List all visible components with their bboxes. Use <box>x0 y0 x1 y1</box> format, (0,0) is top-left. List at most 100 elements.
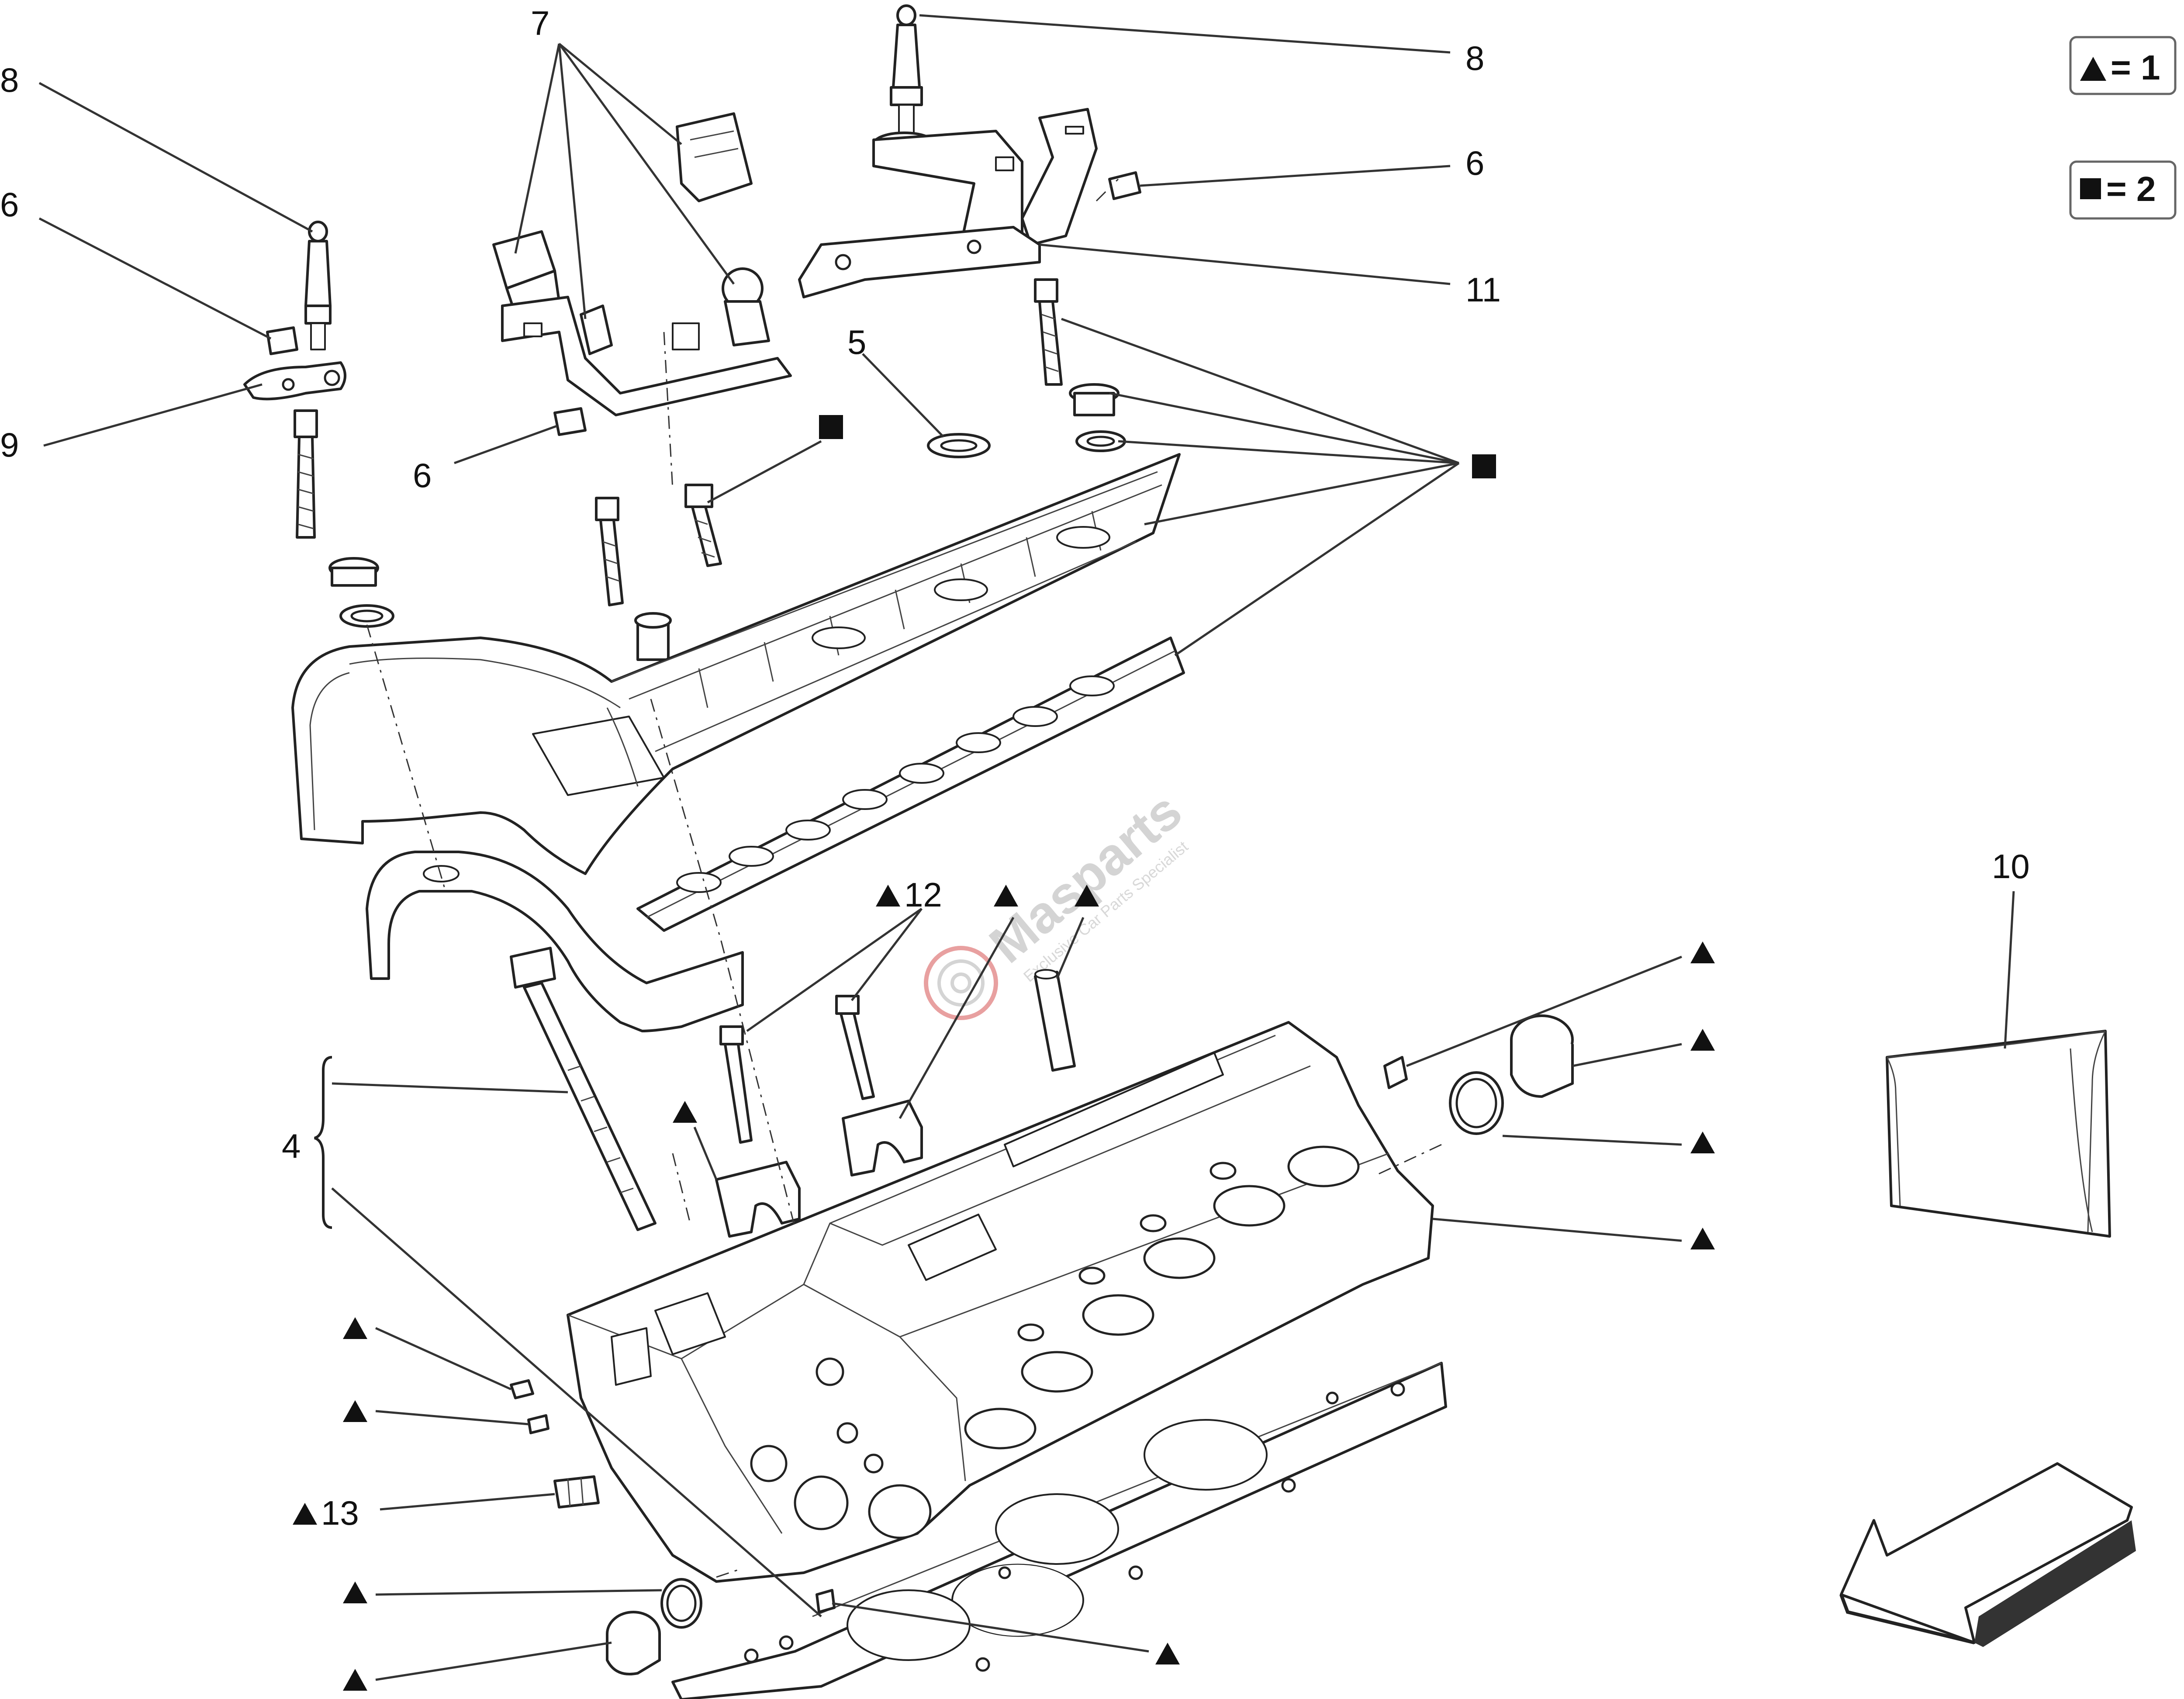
triangle-icon <box>673 1101 697 1123</box>
grommet <box>927 433 991 458</box>
leader-10 <box>2004 891 2015 1049</box>
callout-8-left: 8 <box>0 61 19 99</box>
center-line-d <box>1095 178 1119 202</box>
legend-square: = 2 <box>2069 160 2177 220</box>
bolt-right <box>1034 278 1126 452</box>
threaded-plug <box>553 1475 600 1509</box>
square-icon <box>1472 454 1496 478</box>
leader-4-dowel <box>331 1187 822 1617</box>
triangle-icon <box>343 1581 367 1603</box>
clip-mid <box>553 407 587 436</box>
o-ring-right <box>1449 1071 1504 1135</box>
connector-group <box>492 112 792 416</box>
sealant-pack <box>1886 1030 2111 1238</box>
head-gasket <box>671 1362 1447 1699</box>
watermark-brand: Masparts <box>979 782 1193 974</box>
valve-cover <box>291 453 1181 875</box>
callout-9: 9 <box>0 426 19 464</box>
bracket-4 <box>314 1056 332 1229</box>
triangle-icon <box>1075 885 1099 907</box>
small-bolt-b <box>835 995 875 1100</box>
bracket-right <box>798 108 1098 298</box>
leader-triangle-plug-a <box>375 1327 512 1391</box>
center-line-b <box>650 699 796 1228</box>
o-ring-left <box>660 1578 702 1629</box>
leader-triangle-oring-left <box>375 1589 662 1596</box>
bolt-square <box>684 484 722 567</box>
bolt-left <box>294 409 394 628</box>
small-bolt-a <box>719 1025 753 1144</box>
leader-square-c <box>1118 440 1459 464</box>
leader-triangle-dowel <box>832 1602 1149 1653</box>
callout-13: 13 <box>321 1494 359 1532</box>
leader-triangle-plug <box>1406 955 1682 1067</box>
leader-4-bolt <box>332 1082 568 1093</box>
triangle-icon <box>343 1669 367 1691</box>
triangle-icon <box>1155 1643 1180 1664</box>
leader-12b <box>851 908 923 1001</box>
leader-7a <box>558 43 682 145</box>
small-plug-right <box>1383 1056 1408 1089</box>
leader-8-right <box>919 14 1451 54</box>
leader-9 <box>43 383 263 447</box>
cylinder-head <box>567 1021 1434 1583</box>
clip-left <box>266 326 298 355</box>
legend-triangle: = 1 <box>2069 36 2177 95</box>
triangle-icon <box>2080 57 2106 81</box>
plug-a <box>510 1379 534 1399</box>
leader-square-b <box>1109 392 1459 464</box>
dowel-pin <box>1034 969 1076 1072</box>
leader-square-bolt <box>707 440 822 504</box>
triangle-icon <box>994 885 1018 907</box>
leader-5 <box>862 353 944 438</box>
triangle-icon <box>1690 1228 1715 1249</box>
cam-plug <box>1510 1014 1574 1098</box>
plug-b <box>527 1414 549 1434</box>
triangle-icon <box>343 1317 367 1339</box>
leader-square-d <box>1144 462 1459 526</box>
leader-triangle-cup-left <box>375 1641 612 1681</box>
center-line-a <box>366 624 446 892</box>
leader-square-a <box>1061 318 1459 464</box>
small-dowel <box>816 1589 836 1613</box>
triangle-icon <box>1690 1029 1715 1051</box>
leader-11 <box>1039 243 1451 285</box>
leader-triangle-cap-left <box>693 1127 718 1180</box>
callout-5: 5 <box>847 323 866 361</box>
leader-12a <box>746 907 923 1032</box>
legend-square-text: = 2 <box>2106 170 2156 208</box>
leader-triangle-cap <box>898 917 1015 1119</box>
triangle-icon <box>293 1503 317 1525</box>
leader-6-right <box>1140 165 1451 187</box>
triangle-icon <box>1690 941 1715 963</box>
callout-4: 4 <box>282 1127 301 1165</box>
callout-10: 10 <box>1992 847 2030 886</box>
leader-7b <box>514 43 560 254</box>
leader-square-e <box>1174 462 1460 657</box>
callout-6-left: 6 <box>0 185 19 224</box>
callout-6-mid: 6 <box>413 456 432 495</box>
stud-left <box>304 221 332 350</box>
callout-11: 11 <box>1465 270 1501 309</box>
callout-6-right: 6 <box>1465 144 1484 182</box>
legend-triangle-text: = 1 <box>2111 48 2160 87</box>
leader-8-left <box>38 82 313 233</box>
center-line-c <box>663 332 674 490</box>
stud-right <box>872 4 936 157</box>
center-line-g <box>672 1153 691 1224</box>
direction-arrow <box>1839 1462 2136 1647</box>
leader-7d <box>558 43 735 285</box>
leader-triangle-cup <box>1572 1043 1682 1067</box>
leader-triangle-head <box>1432 1218 1682 1242</box>
triangle-icon <box>876 885 900 907</box>
center-line-e <box>1375 1144 1442 1176</box>
cam-cap-mid <box>842 1100 923 1176</box>
cup-plug-left <box>606 1611 661 1675</box>
triangle-icon <box>1690 1132 1715 1153</box>
leader-triangle-plug-b <box>375 1410 529 1426</box>
leader-6-mid <box>454 425 557 464</box>
square-icon <box>2080 178 2101 199</box>
leader-7c <box>558 43 587 319</box>
leader-13 <box>380 1493 555 1511</box>
clip-right <box>1108 171 1141 200</box>
